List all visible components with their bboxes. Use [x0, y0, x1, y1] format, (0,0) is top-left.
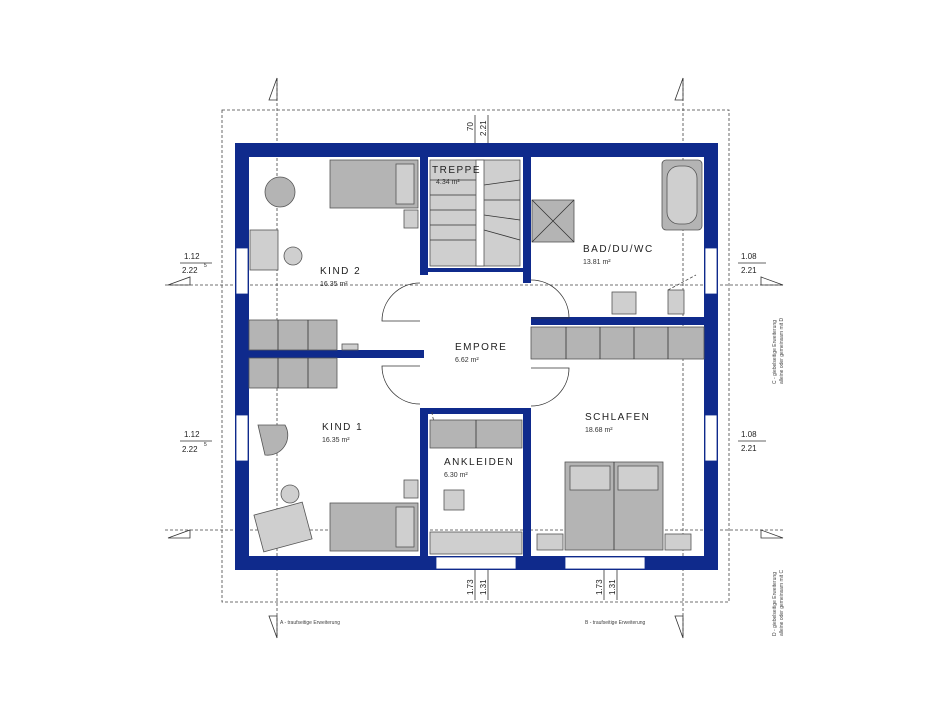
dim-left-lower-top: 1.12 [184, 430, 200, 439]
dim-right-lower-bottom: 2.21 [741, 444, 757, 453]
room-area: 6.30 m² [444, 472, 468, 479]
room-area: 13.81 m² [583, 259, 611, 266]
toilet [667, 289, 685, 315]
room-name: KIND 2 [320, 266, 361, 277]
room-label-treppe: TREPPE 4.34 m² [432, 165, 481, 186]
note-b: B - traufseitige Erweiterung [585, 620, 646, 626]
section-arrow-b-top [674, 77, 684, 101]
desk-kind2 [249, 229, 279, 271]
dimension-right-upper: 1.08 2.21 [738, 252, 766, 275]
room-name: TREPPE [432, 165, 481, 176]
stairs [429, 159, 521, 267]
dimension-left-lower: 1.12 2.22 5 [180, 430, 212, 454]
section-arrow-a-top [268, 77, 278, 101]
note-c-line1: C - giebelseitige Erweiterung [772, 320, 778, 384]
room-area: 16.35 m² [322, 437, 350, 444]
ankleiden-chair [443, 489, 465, 511]
door-kind2 [381, 282, 421, 322]
wardrobe-kind2 [248, 319, 338, 351]
room-area: 6.62 m² [455, 357, 479, 364]
section-arrow-left-lower [167, 529, 191, 539]
dim-bottom-left-b: 1.31 [479, 579, 488, 595]
dimension-right-lower: 1.08 2.21 [738, 430, 766, 453]
room-name: BAD/DU/WC [583, 244, 654, 255]
dim-70: 70 [466, 122, 475, 131]
extension-boundary [221, 109, 730, 603]
room-label-kind1: KIND 1 16.35 m² [322, 422, 363, 444]
room-name: SCHLAFEN [585, 412, 650, 423]
dim-left-upper-sup: 5 [204, 263, 207, 269]
section-arrow-right-lower [760, 529, 784, 539]
window-schlafen [704, 414, 718, 462]
room-label-bad: BAD/DU/WC 13.81 m² [583, 244, 654, 266]
window-kind2 [235, 247, 249, 295]
ankleiden-furniture [429, 419, 523, 555]
windows [235, 247, 718, 570]
dim-bottom-left-a: 1.73 [466, 579, 475, 595]
dimension-bottom-right: 1.73 1.31 [595, 570, 618, 600]
chair-kind1 [280, 484, 300, 504]
window-kind1 [235, 414, 249, 462]
window-ankleiden [435, 556, 517, 570]
room-area: 4.34 m² [436, 179, 460, 186]
dim-bottom-right-a: 1.73 [595, 579, 604, 595]
sink [611, 291, 637, 315]
dimension-bottom-left: 1.73 1.31 [466, 570, 489, 600]
door-schlafen [530, 367, 570, 407]
dim-bottom-right-b: 1.31 [608, 579, 617, 595]
section-arrow-right-upper [760, 276, 784, 286]
room-name: EMPORE [455, 342, 507, 353]
dimension-top-stair: 70 2.21 [466, 115, 489, 143]
kind1-furniture [248, 357, 419, 553]
note-a: A - traufseitige Erweiterung [280, 620, 340, 626]
note-d-line1: D - giebelseitige Erweiterung [772, 572, 778, 636]
schlafen-furniture [530, 326, 705, 551]
section-arrow-b-bottom [674, 615, 684, 639]
dim-left-upper-bottom: 2.22 [182, 266, 198, 275]
desk-kind1 [253, 501, 313, 553]
section-arrow-a-bottom [268, 615, 278, 639]
dim-left-lower-bottom: 2.22 [182, 445, 198, 454]
dim-2-21: 2.21 [479, 120, 488, 136]
section-arrow-left-upper [167, 276, 191, 286]
room-area: 18.68 m² [585, 427, 613, 434]
dimension-left-upper: 1.12 2.22 5 [180, 252, 212, 275]
armchair-kind2 [264, 176, 296, 208]
bad-furniture [531, 159, 703, 315]
dim-right-lower-top: 1.08 [741, 430, 757, 439]
dim-right-upper-top: 1.08 [741, 252, 757, 261]
room-area: 16.35 m² [320, 281, 348, 288]
room-label-schlafen: SCHLAFEN 18.68 m² [585, 412, 650, 434]
door-bad [530, 279, 570, 319]
armchair-kind1 [257, 424, 289, 456]
dim-right-upper-bottom: 2.21 [741, 266, 757, 275]
note-d: D - giebelseitige Erweiterung alleine od… [772, 569, 785, 636]
room-name: ANKLEIDEN [444, 457, 514, 468]
dim-left-lower-sup: 5 [204, 442, 207, 448]
note-d-line2: alleine oder gemeinsam mit C [779, 569, 785, 636]
wardrobe-kind1 [248, 357, 338, 389]
room-label-empore: EMPORE 6.62 m² [455, 342, 507, 364]
dim-left-upper-top: 1.12 [184, 252, 200, 261]
door-kind1 [381, 365, 421, 405]
wardrobe-schlafen [530, 326, 705, 360]
kind2-furniture [248, 159, 419, 351]
chair-kind2 [283, 246, 303, 266]
room-name: KIND 1 [322, 422, 363, 433]
room-label-kind2: KIND 2 16.35 m² [320, 266, 361, 288]
note-c: C - giebelseitige Erweiterung alleine od… [772, 317, 785, 384]
window-bad [704, 247, 718, 295]
note-c-line2: alleine oder gemeinsam mit D [779, 317, 785, 384]
window-schlafen-bottom [564, 556, 646, 570]
room-label-ankleiden: ANKLEIDEN 6.30 m² [444, 457, 514, 479]
